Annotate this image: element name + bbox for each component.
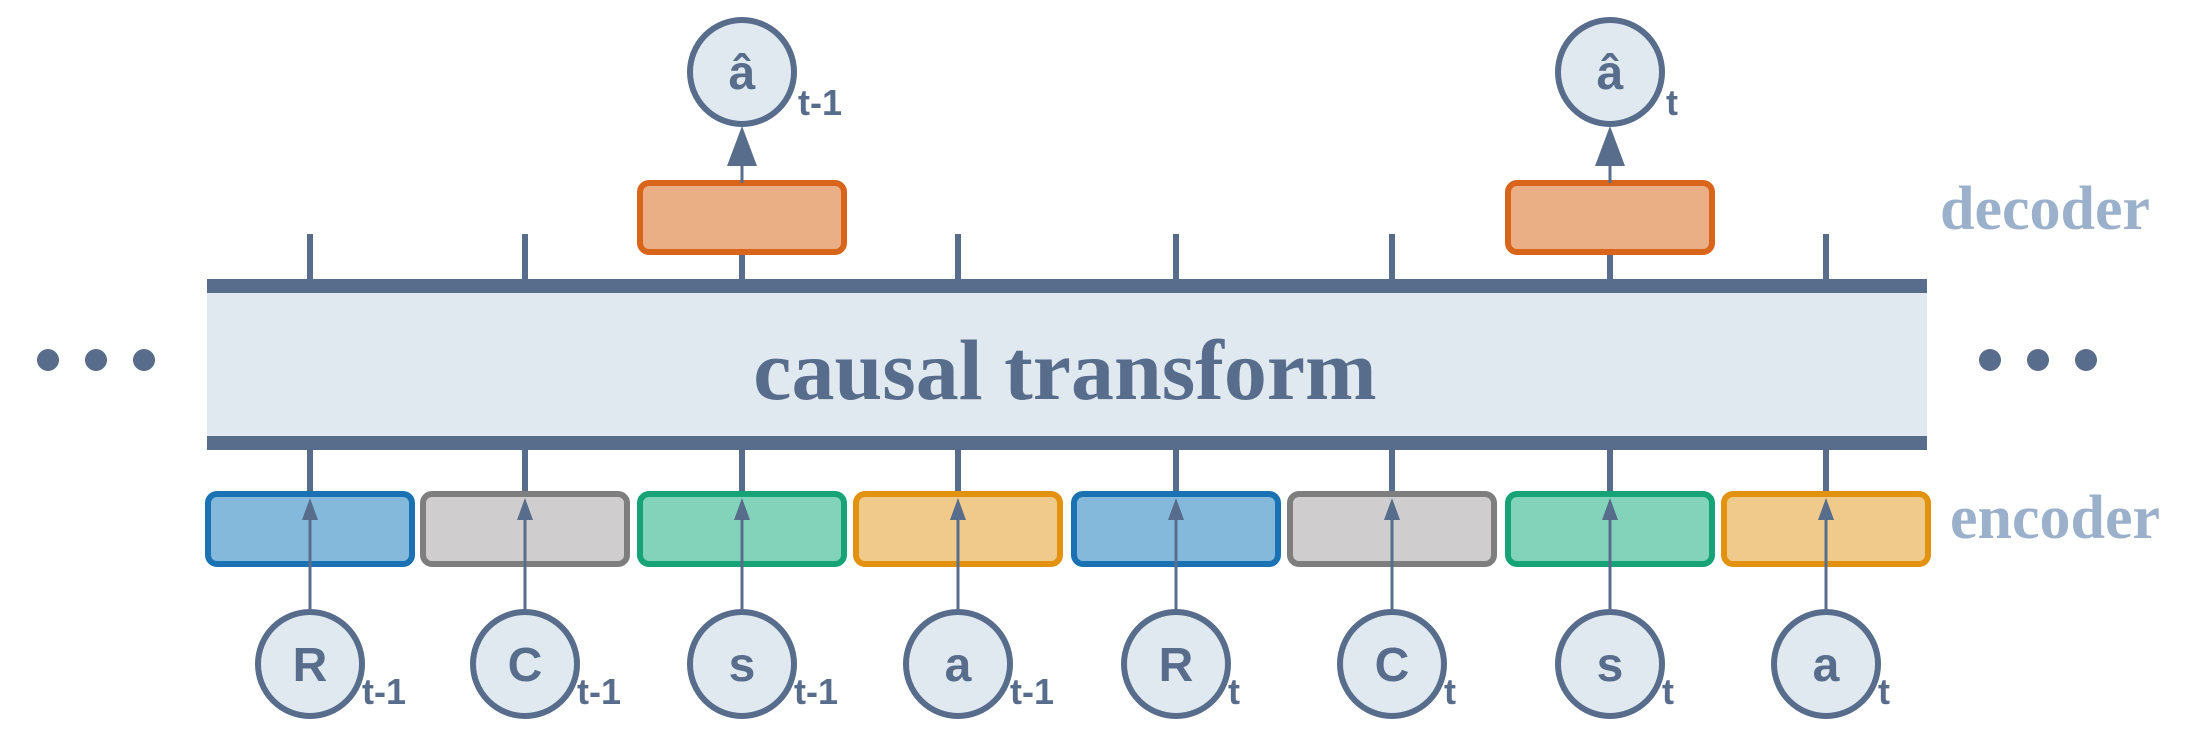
transformer-bottom-rail (207, 436, 1927, 450)
input-token-circle (470, 609, 580, 719)
output-arrow-head (727, 126, 757, 166)
input-token-subscript: t (1444, 671, 1456, 712)
output-token-symbol: â (1597, 47, 1624, 100)
input-token-symbol: a (1813, 639, 1840, 692)
input-arrow-head (1168, 498, 1184, 520)
decoder-box (637, 180, 847, 255)
output-token-subscript: t (1666, 82, 1678, 123)
input-token-subscript: t-1 (577, 671, 621, 712)
input-token-circle (1555, 609, 1665, 719)
output-token-circle (687, 17, 797, 127)
output-token-circle (1555, 17, 1665, 127)
decoder-label: decoder (1940, 175, 2150, 243)
left-ellipsis (37, 349, 155, 371)
input-token-circle (255, 609, 365, 719)
token-column: a t-1 (853, 234, 1063, 719)
transformer-block: causal transform (207, 279, 1927, 450)
decoder-output: â t-1 (637, 17, 847, 282)
output-token-symbol: â (729, 47, 756, 100)
input-arrow-head (1818, 498, 1834, 520)
input-arrow-head (517, 498, 533, 520)
transformer-label: causal transform (753, 322, 1376, 418)
input-arrow-head (1384, 498, 1400, 520)
decoder-outputs: ât-1ât (637, 17, 1715, 282)
transformer-top-rail (207, 279, 1927, 293)
input-token-circle (903, 609, 1013, 719)
decoder-box (1505, 180, 1715, 255)
right-ellipsis (1979, 349, 2097, 371)
output-token-subscript: t-1 (798, 82, 842, 123)
input-token-subscript: t (1878, 671, 1890, 712)
input-token-subscript: t (1662, 671, 1674, 712)
encoder-label: encoder (1950, 484, 2160, 552)
input-token-circle (687, 609, 797, 719)
input-arrow-head (950, 498, 966, 520)
input-arrow-head (734, 498, 750, 520)
input-token-symbol: C (508, 639, 543, 692)
input-token-circle (1337, 609, 1447, 719)
transformer-band (207, 284, 1927, 444)
input-token-symbol: R (1159, 639, 1194, 692)
input-token-circle (1771, 609, 1881, 719)
input-arrow-head (302, 498, 318, 520)
input-token-subscript: t-1 (1010, 671, 1054, 712)
input-token-symbol: R (293, 639, 328, 692)
input-token-symbol: C (1375, 639, 1410, 692)
input-token-symbol: s (729, 639, 756, 692)
input-token-circle (1121, 609, 1231, 719)
input-token-symbol: s (1597, 639, 1624, 692)
input-token-symbol: a (945, 639, 972, 692)
input-token-subscript: t (1228, 671, 1240, 712)
input-token-subscript: t-1 (794, 671, 838, 712)
output-arrow-head (1595, 126, 1625, 166)
input-token-subscript: t-1 (362, 671, 406, 712)
input-arrow-head (1602, 498, 1618, 520)
token-column: s t-1 (637, 448, 847, 719)
decoder-output: ât (1505, 17, 1715, 282)
